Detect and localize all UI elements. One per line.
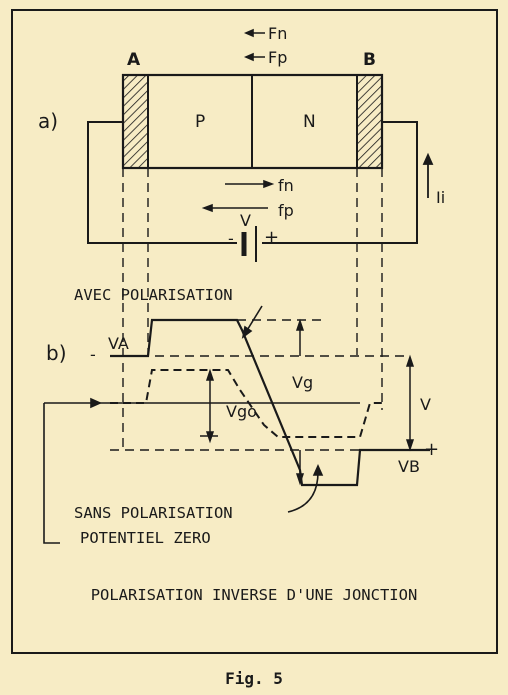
label-zero-potential: POTENTIEL ZERO: [80, 529, 211, 547]
label-with-bias: AVEC POLARISATION: [74, 286, 233, 304]
junction-device: [121, 73, 384, 170]
battery-minus: -: [228, 229, 234, 248]
figure-caption: Fig. 5: [225, 669, 283, 688]
vb-plus-sign: +: [424, 439, 439, 460]
flux-n-label: fn: [278, 176, 294, 195]
top-current-p-label: Fp: [268, 48, 287, 67]
part-a-label: a): [38, 109, 58, 133]
flux-arrows: [201, 179, 275, 213]
projection-lines: [122, 168, 383, 450]
potential-curve-without-bias: [110, 369, 385, 438]
v-label: V: [420, 395, 431, 414]
vg0-label: Vgo: [226, 402, 257, 421]
figure-title: POLARISATION INVERSE D'UNE JONCTION: [91, 586, 418, 604]
label-without-bias: SANS POLARISATION: [74, 504, 233, 522]
va-minus-sign: -: [90, 345, 96, 364]
leak-current-label: Ii: [436, 188, 445, 207]
outer-frame: [11, 9, 498, 654]
top-current-arrows: [243, 28, 265, 62]
zero-potential-line: [43, 397, 360, 544]
contact-b-hatched: [356, 74, 383, 169]
region-p-label: P: [195, 112, 205, 132]
flux-p-label: fp: [278, 201, 294, 220]
terminal-a-label: A: [127, 50, 141, 70]
avec-pointer: [245, 305, 263, 333]
reference-levels: [110, 319, 430, 451]
battery-label: V: [240, 211, 251, 230]
top-current-n-label: Fn: [268, 24, 287, 43]
region-n-label: N: [303, 112, 316, 132]
part-b-label: b): [46, 341, 67, 365]
label-pointers: [241, 305, 324, 513]
leak-current-arrow: [422, 152, 434, 198]
terminal-b-label: B: [363, 50, 376, 70]
external-circuit: [87, 121, 418, 262]
battery-plus: +: [264, 227, 279, 248]
vg-label: Vg: [292, 373, 313, 392]
potential-curve-with-bias: [110, 318, 430, 487]
sans-pointer: [287, 471, 319, 513]
contact-a-hatched: [122, 74, 149, 169]
dimension-arrows: [200, 318, 415, 486]
vb-label: VB: [398, 457, 420, 476]
va-label: VA: [108, 334, 129, 353]
